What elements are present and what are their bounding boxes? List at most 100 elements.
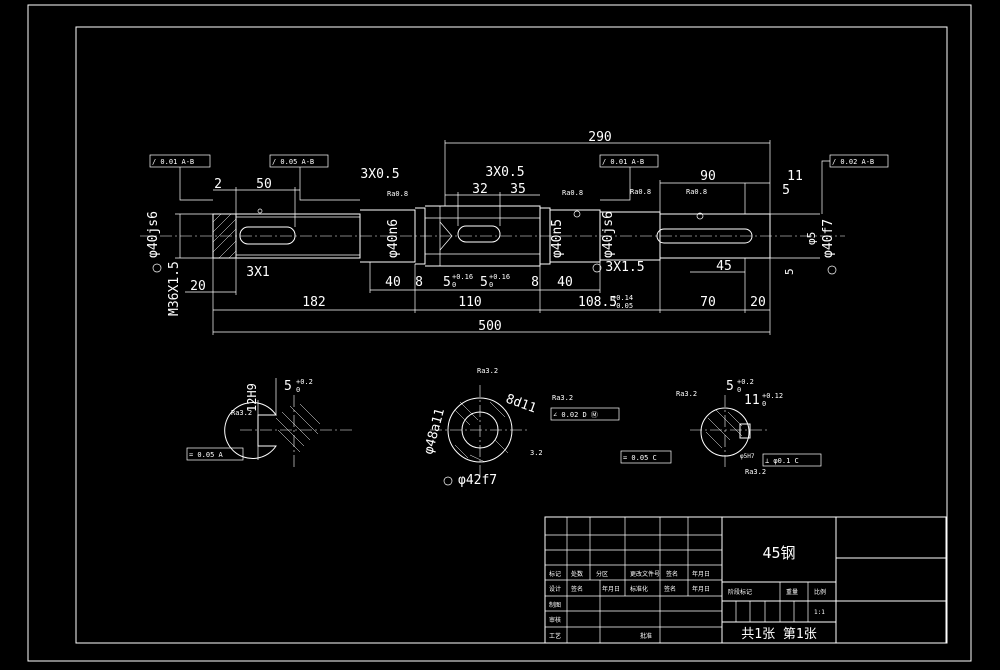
svg-text:更改文件号: 更改文件号	[630, 570, 660, 578]
dim-108-up: +0.14	[612, 294, 633, 302]
dim-3x15: 3X1.5	[605, 260, 644, 275]
tol-016-a: +0.16	[452, 273, 473, 281]
svg-text:批准: 批准	[640, 632, 652, 640]
dim-2: 2	[214, 177, 222, 192]
ra-08-c: Ra0.8	[630, 188, 651, 196]
dim-35: 35	[510, 182, 526, 197]
dim-5a: 5	[443, 275, 451, 290]
dim-8-b: 8	[531, 275, 539, 290]
s1-tol: = 0.05 A	[189, 451, 224, 459]
svg-text:0: 0	[489, 281, 493, 289]
s3-depth-tol: +0.2	[737, 378, 754, 386]
s2-spline: 8d11	[504, 392, 539, 417]
dim-5-right: 5	[782, 183, 790, 198]
section-view-3: 5 +0.2 0 11 +0.12 0 Ra3.2 Ra3.2 = 0.05 C…	[620, 378, 822, 476]
keyway-right	[656, 228, 753, 244]
s1-depth: 5	[284, 379, 292, 394]
dim-40-b: 40	[557, 275, 573, 290]
section-view-1: 12H9 5 +0.2 0 Ra3.2 = 0.05 A	[186, 378, 352, 468]
tol-box-1: / 0.01 A-B	[152, 158, 194, 166]
dia-5: φ5	[805, 232, 818, 245]
keyway-left	[239, 226, 296, 245]
dim-290: 290	[588, 130, 611, 145]
svg-text:签名: 签名	[666, 570, 678, 578]
dia-40js6-left: φ40js6	[146, 211, 161, 258]
dim-5-vert: 5	[783, 268, 796, 275]
s1-width: 12H9	[245, 383, 259, 412]
s3-width-tol: +0.12	[762, 392, 783, 400]
svg-text:签名: 签名	[664, 585, 676, 593]
svg-text:Ra3.2: Ra3.2	[745, 468, 766, 476]
s2-dia-b: φ42f7	[458, 473, 497, 488]
shaft-main-view	[140, 205, 845, 267]
dia-40f7: φ40f7	[821, 219, 836, 258]
s2-tol: ∠ 0.02 D Ⓜ	[553, 411, 598, 419]
svg-text:设计: 设计	[549, 585, 561, 593]
dim-70: 70	[700, 295, 716, 310]
tb-label-mark: 标记	[549, 570, 561, 578]
svg-text:处数: 处数	[571, 570, 583, 578]
s3-label: φ5H7	[740, 453, 755, 460]
s3-ra: Ra3.2	[676, 390, 697, 398]
dim-182: 182	[302, 295, 325, 310]
svg-text:0: 0	[296, 386, 300, 394]
tol-box-2: / 0.05 A-B	[272, 158, 314, 166]
s2-label: 3.2	[530, 449, 543, 457]
tolerance-frames	[149, 154, 889, 214]
dim-20-right: 20	[750, 295, 766, 310]
svg-text:重量: 重量	[786, 588, 798, 596]
section-view-2: φ48a11 8d11 Ra3.2 Ra3.2 ∠ 0.02 D Ⓜ φ42f7…	[421, 367, 620, 488]
s3-tol1: = 0.05 C	[623, 454, 657, 462]
svg-text:签名: 签名	[571, 585, 583, 593]
dia-m36: M36X1.5	[167, 261, 182, 316]
svg-text:审核: 审核	[549, 616, 561, 624]
dim-8-a: 8	[415, 275, 423, 290]
tol-box-4: / 0.02 A-B	[832, 158, 874, 166]
s2-dia-a: φ48a11	[421, 407, 448, 456]
svg-text:分区: 分区	[596, 570, 608, 578]
svg-text:0: 0	[452, 281, 456, 289]
dim-40-a: 40	[385, 275, 401, 290]
dim-3x05-a: 3X0.5	[360, 167, 399, 182]
s2-ra: Ra3.2	[477, 367, 498, 375]
dimension-lines	[175, 140, 820, 335]
svg-text:年月日: 年月日	[692, 570, 710, 578]
svg-text:工艺: 工艺	[549, 632, 561, 640]
tol-016-b: +0.16	[489, 273, 510, 281]
dim-11: 11	[787, 169, 803, 184]
dim-110: 110	[458, 295, 481, 310]
outer-border	[27, 4, 972, 662]
dim-50: 50	[256, 177, 272, 192]
tb-sheet-info: 共1张 第1张	[741, 627, 816, 642]
s3-tol2: ⊥ φ0.1 C	[765, 457, 799, 465]
s1-ra: Ra3.2	[231, 409, 252, 417]
inner-border	[75, 26, 948, 644]
dia-40n5: φ40n5	[550, 219, 565, 258]
dim-20-left: 20	[190, 279, 206, 294]
svg-text:制图: 制图	[549, 601, 561, 609]
svg-text:0: 0	[762, 400, 766, 408]
tb-material: 45钢	[762, 544, 795, 562]
svg-text:标准化: 标准化	[630, 585, 648, 593]
svg-text:比例: 比例	[814, 588, 826, 596]
dim-90: 90	[700, 169, 716, 184]
tol-box-3: / 0.01 A-B	[602, 158, 644, 166]
dia-40n6: φ40n6	[386, 219, 401, 258]
dim-32: 32	[472, 182, 488, 197]
datum-markers	[152, 263, 837, 275]
ra-08-b: Ra0.8	[562, 189, 583, 197]
s3-width: 11	[744, 393, 760, 408]
s3-depth: 5	[726, 379, 734, 394]
dim-3x05-b: 3X0.5	[485, 165, 524, 180]
dim-3x1: 3X1	[246, 265, 269, 280]
dim-108: 108.5	[578, 295, 617, 310]
svg-text:0: 0	[737, 386, 741, 394]
svg-text:年月日: 年月日	[602, 585, 620, 593]
dimension-labels: 290 500 182 110 108.5 +0.14 -0.05 70 20 …	[146, 130, 874, 334]
ra-08-a: Ra0.8	[387, 190, 408, 198]
svg-text:Ra3.2: Ra3.2	[552, 394, 573, 402]
svg-text:年月日: 年月日	[692, 585, 710, 593]
s1-depth-tol: +0.2	[296, 378, 313, 386]
